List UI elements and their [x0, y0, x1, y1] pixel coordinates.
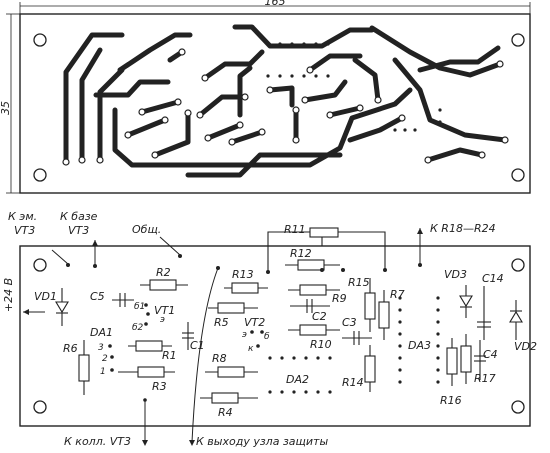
label-collector: К колл. VT3 — [64, 435, 131, 448]
label-r6: R6 — [63, 342, 78, 355]
label-vt2: VT2 — [244, 316, 265, 329]
label-c5: C5 — [90, 290, 105, 303]
label-vt1: VT1 — [154, 304, 175, 317]
label-emitter-vt: VT3 — [14, 224, 35, 237]
label-vd2: VD2 — [514, 340, 537, 353]
pcb-component-view — [19, 227, 531, 446]
label-c14: C14 — [482, 272, 504, 285]
label-k: к — [248, 344, 254, 354]
label-r8: R8 — [212, 352, 227, 365]
label-vd3: VD3 — [444, 268, 467, 281]
label-r7: R7 — [390, 288, 405, 301]
label-common: Общ. — [132, 223, 161, 236]
edge-leads — [23, 228, 421, 443]
label-da3: DA3 — [408, 339, 431, 352]
label-output: К выходу узла защиты — [196, 435, 328, 448]
label-r16: R16 — [440, 394, 462, 407]
label-r17: R17 — [474, 372, 496, 385]
component-pins — [66, 254, 422, 402]
label-plus24: +24 В — [2, 278, 15, 312]
label-da2: DA2 — [286, 373, 309, 386]
label-c3: C3 — [342, 316, 357, 329]
label-r10: R10 — [310, 338, 332, 351]
label-r5: R5 — [214, 316, 229, 329]
board-outline-top — [19, 13, 531, 194]
label-b2: б2 — [132, 323, 144, 333]
board-outline-bottom — [19, 245, 531, 427]
label-c2: C2 — [312, 310, 327, 323]
label-r15: R15 — [348, 276, 370, 289]
pads — [62, 48, 509, 166]
label-b3: б — [264, 332, 270, 342]
label-b1: б1 — [134, 302, 145, 312]
label-r11: R11 — [284, 223, 306, 236]
label-r9: R9 — [332, 292, 347, 305]
copper-traces — [63, 24, 508, 178]
label-r1: R1 — [162, 349, 177, 362]
label-pin3: 3 — [98, 343, 104, 353]
da3-pins — [398, 296, 440, 384]
labels: К эм. VT3 К базе VT3 Общ. К R18—R24 +24 … — [2, 210, 537, 448]
label-r18-r24: К R18—R24 — [430, 222, 496, 235]
label-r13: R13 — [232, 268, 254, 281]
label-r3: R3 — [152, 380, 167, 393]
label-r4: R4 — [218, 406, 233, 419]
ic-pad-rows — [266, 42, 442, 132]
label-base: К базе — [60, 210, 98, 223]
label-e: э — [160, 315, 165, 325]
label-r14: R14 — [342, 376, 364, 389]
label-e2: э — [242, 330, 247, 340]
label-vd1: VD1 — [34, 290, 57, 303]
label-r12: R12 — [290, 247, 312, 260]
label-da1: DA1 — [90, 326, 113, 339]
da2-pins — [268, 356, 332, 394]
width-dimension: 165 — [265, 0, 286, 8]
label-c1: C1 — [190, 339, 205, 352]
label-pin1: 1 — [100, 367, 106, 377]
label-emitter: К эм. — [8, 210, 37, 223]
height-dimension: 35 — [0, 101, 12, 115]
label-base-vt: VT3 — [68, 224, 89, 237]
label-r2: R2 — [156, 266, 171, 279]
label-c4: C4 — [483, 348, 498, 361]
pcb-top-view — [6, 2, 531, 194]
label-pin2: 2 — [102, 354, 108, 364]
